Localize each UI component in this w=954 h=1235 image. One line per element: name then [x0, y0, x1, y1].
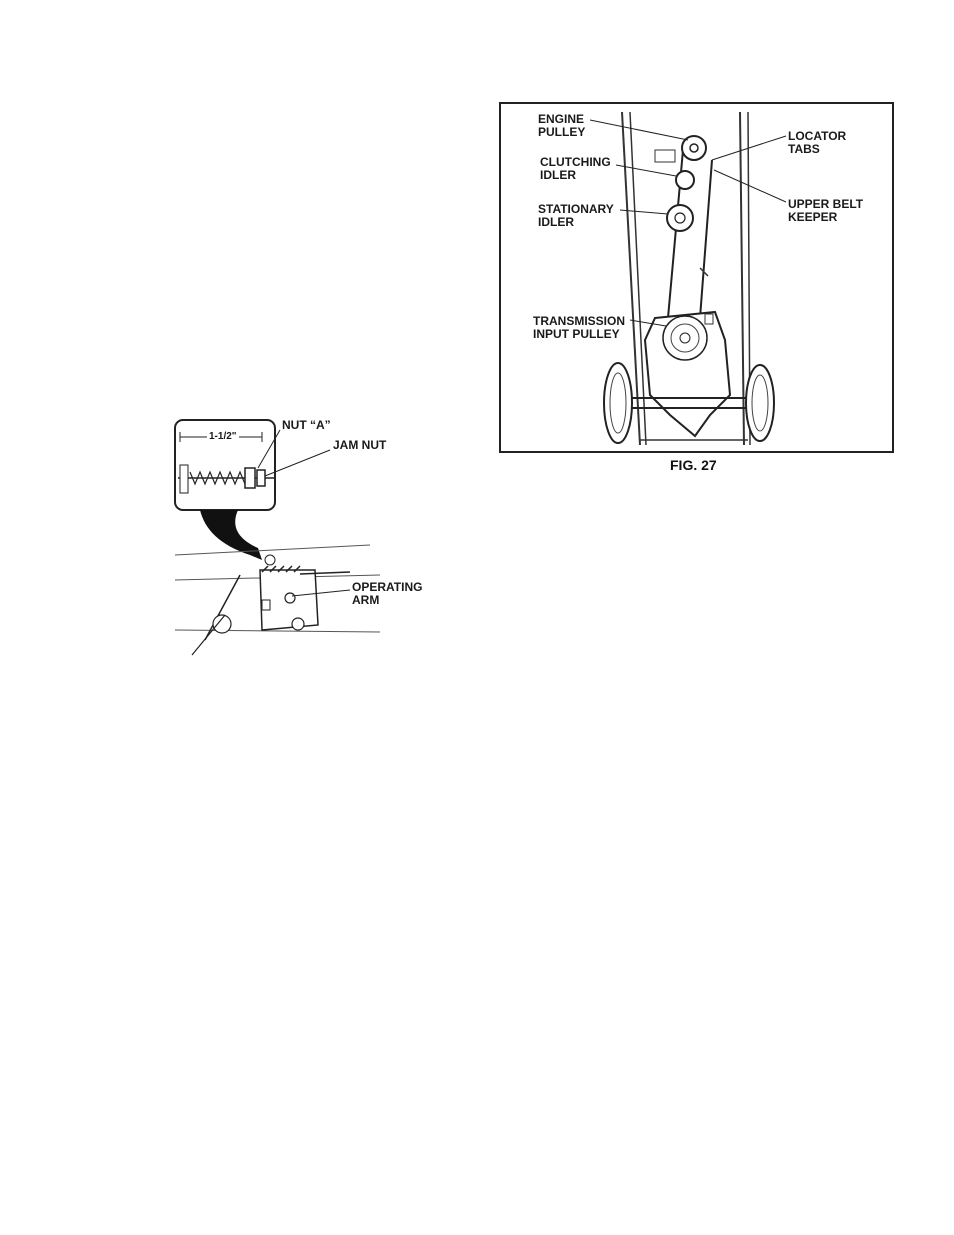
dimension-label: 1-1/2"	[207, 430, 239, 443]
stationary-idler-label: STATIONARY IDLER	[538, 203, 614, 229]
cable-adjustment-illustration	[0, 400, 954, 660]
operating-arm-label: OPERATING ARM	[352, 581, 422, 607]
upper-belt-keeper-label: UPPER BELT KEEPER	[788, 198, 863, 224]
cable-adjustment-figure: NUT “A” JAM NUT 1-1/2" OPERATING ARM	[0, 400, 954, 660]
jam-nut-label: JAM NUT	[333, 439, 386, 452]
locator-tabs-label: LOCATOR TABS	[788, 130, 846, 156]
engine-pulley-label: ENGINE PULLEY	[538, 113, 585, 139]
nut-a-label: NUT “A”	[282, 419, 331, 432]
clutching-idler-label: CLUTCHING IDLER	[540, 156, 611, 182]
transmission-input-pulley-label: TRANSMISSION INPUT PULLEY	[533, 315, 625, 341]
